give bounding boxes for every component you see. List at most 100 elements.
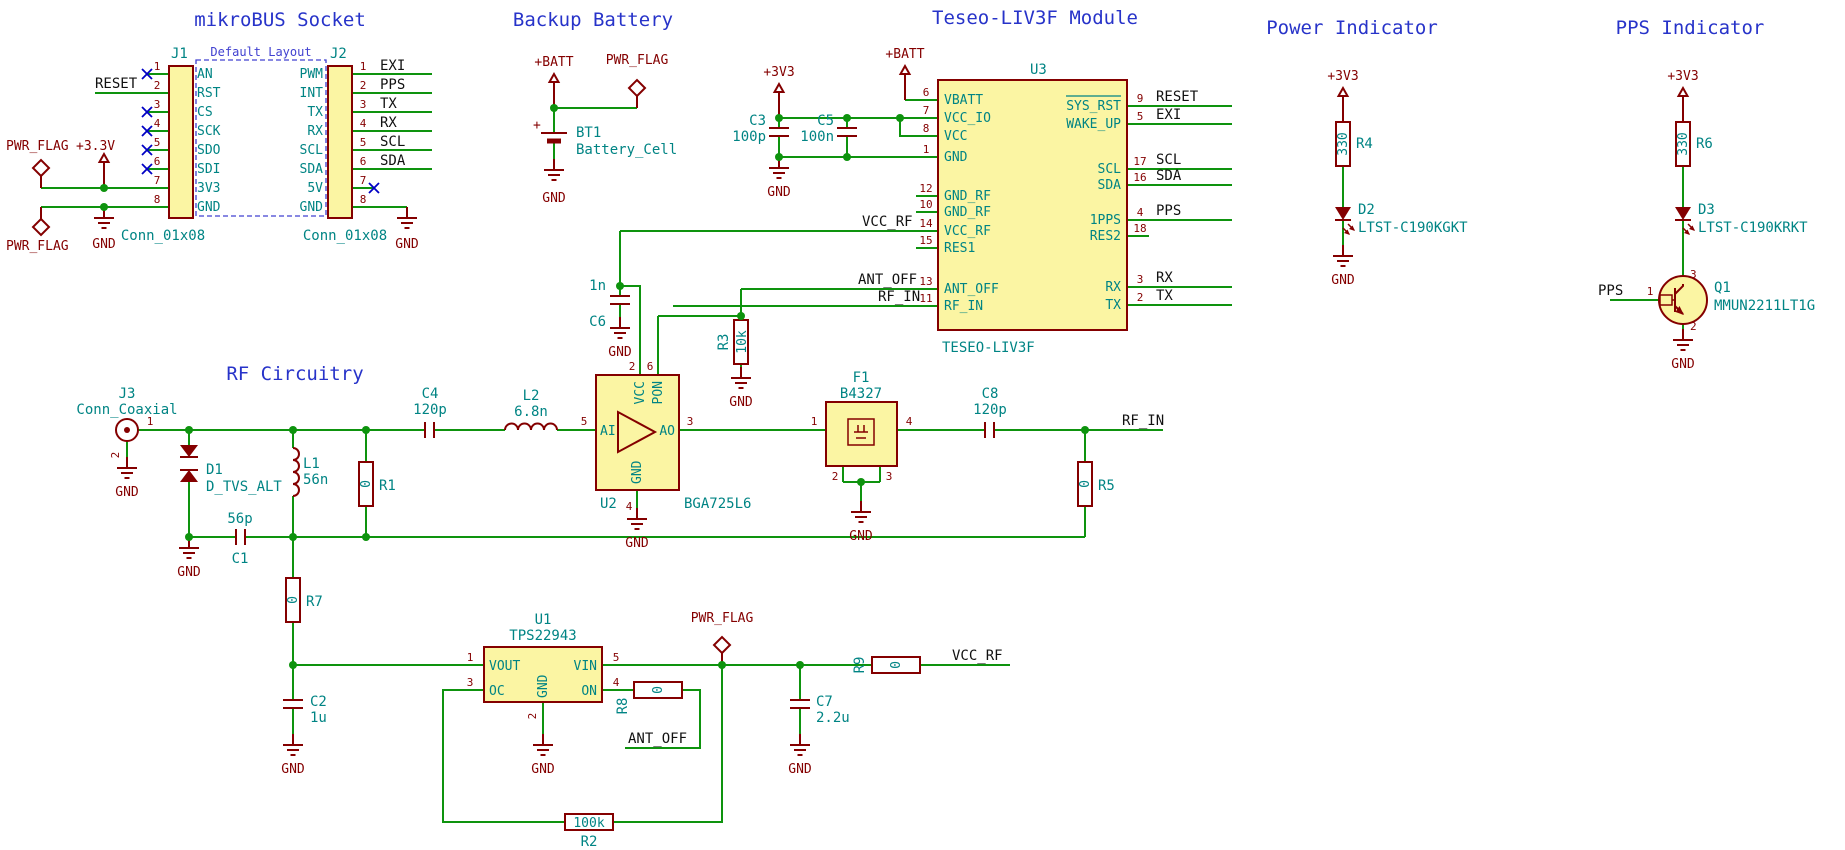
r2-body	[564, 813, 614, 831]
net-label[interactable]: RESET	[1156, 89, 1199, 105]
no-connect-marks[interactable]	[141, 68, 380, 194]
ic-u1-loadswitch[interactable]: U1 TPS22943 VOUT OC VIN ON GND 1 3 5 4 2	[467, 612, 620, 719]
filter-f1-saw[interactable]: F1 B4327 1 4 2 3	[811, 370, 913, 483]
diode-d1-tvs[interactable]: D1 D_TVS_ALT	[180, 445, 282, 495]
power-flag-symbol[interactable]	[32, 206, 50, 236]
gnd-symbol[interactable]	[609, 316, 631, 339]
led-d3[interactable]: D3 LTST-C190KRKT	[1674, 202, 1808, 236]
power-3v3-symbol[interactable]	[1337, 87, 1349, 123]
pps-ind-wires[interactable]	[1610, 166, 1684, 329]
resistor-r3[interactable]: 10k R3	[716, 319, 750, 365]
gnd-symbol[interactable]	[282, 733, 304, 756]
pin-name: ANT_OFF	[944, 282, 999, 297]
pin-number: 5	[1137, 110, 1144, 123]
resistor-r7[interactable]: 0 R7	[285, 577, 323, 623]
inductor-l2[interactable]: L2 6.8n	[504, 388, 558, 431]
capacitor-c2[interactable]: C2 1u	[283, 694, 327, 726]
power-vbatt-label: +BATT	[885, 47, 924, 62]
net-label[interactable]: RF_IN	[1122, 413, 1164, 429]
net-label[interactable]: SCL	[1156, 152, 1181, 168]
inductor-l1[interactable]: L1 56n	[292, 447, 328, 497]
net-label[interactable]: RF_IN	[878, 289, 920, 305]
connector-j3-coax[interactable]: J3 Conn_Coaxial 1 2	[76, 386, 177, 458]
resistor-r9[interactable]: 0 R9	[852, 656, 921, 674]
power-flag-symbol[interactable]	[713, 636, 731, 666]
net-label[interactable]: EXI	[1156, 107, 1181, 123]
power-3v3-symbol[interactable]	[98, 153, 110, 189]
resistor-r6[interactable]: 330 R6	[1675, 121, 1713, 167]
resistor-r8[interactable]: 0 R8	[615, 681, 683, 714]
component-value: B4327	[840, 386, 882, 402]
component-ref: C8	[982, 386, 999, 402]
power-vbatt-symbol[interactable]	[548, 73, 560, 109]
component-value: Conn_01x08	[303, 228, 387, 244]
mikrobus-wires[interactable]	[41, 73, 432, 208]
capacitor-c8[interactable]: C8 120p	[973, 386, 1007, 438]
battery-bt1[interactable]: + BT1 Battery_Cell	[533, 118, 677, 158]
d1-triangle-bottom	[180, 470, 198, 482]
power-flag-symbol[interactable]	[32, 159, 50, 189]
rf-wires[interactable]	[126, 429, 1163, 823]
capacitor-c3[interactable]: C3 100p	[732, 113, 789, 145]
junction-dot	[796, 661, 804, 669]
pin-number: 6	[923, 86, 930, 99]
net-label[interactable]: PPS	[1156, 203, 1181, 219]
net-label-reset[interactable]: RESET	[95, 76, 138, 92]
capacitor-c7[interactable]: C7 2.2u	[790, 694, 850, 726]
connector-j1[interactable]: J1 Conn_01x08 1 2 3 4 5 6 7 8 AN RST CS …	[121, 46, 221, 244]
gnd-symbol[interactable]	[396, 206, 418, 229]
ic-u2-lna[interactable]: AI AO VCC PON GND 5 3 2 6 4 U2 BGA725L6	[581, 360, 752, 513]
pin-number: 2	[109, 452, 122, 459]
power-3v3-symbol[interactable]	[1677, 87, 1689, 123]
backup-wires[interactable]	[553, 107, 637, 159]
capacitor-c6[interactable]: 1n C6	[589, 278, 630, 330]
connector-j2[interactable]: J2 Conn_01x08 1 2 3 4 5 6 7 8 PWM INT TX…	[300, 46, 388, 244]
pin-name: 3V3	[197, 181, 220, 196]
teseo-wires[interactable]	[619, 99, 1232, 375]
net-label[interactable]: ANT_OFF	[858, 272, 917, 288]
net-label[interactable]: PPS	[1598, 283, 1623, 299]
pin-number: 6	[360, 155, 367, 168]
gnd-symbol[interactable]	[789, 733, 811, 756]
gnd-symbol[interactable]	[730, 366, 752, 389]
gnd-symbol[interactable]	[543, 158, 565, 181]
capacitor-c4[interactable]: C4 120p	[413, 386, 447, 438]
gnd-symbol[interactable]	[532, 733, 554, 756]
net-label[interactable]: SDA	[1156, 168, 1182, 184]
net-label[interactable]: RX	[1156, 270, 1173, 286]
gnd-symbol[interactable]	[1332, 244, 1354, 267]
resistor-r1[interactable]: 0 R1	[358, 461, 396, 507]
ic-u3-teseo[interactable]: U3 TESEO-LIV3F VBATT VCC_IO VCC GND GND_…	[919, 62, 1146, 356]
junction-dot	[843, 153, 851, 161]
pin-name: VCC_RF	[944, 224, 991, 239]
net-label[interactable]: TX	[1156, 288, 1173, 304]
junction-dot	[185, 426, 193, 434]
net-label[interactable]: EXI	[380, 58, 405, 74]
capacitor-c5[interactable]: C5 100n	[800, 113, 857, 145]
pin-number: 7	[923, 104, 930, 117]
capacitor-c1[interactable]: 56p C1	[227, 511, 252, 567]
led-d2[interactable]: D2 LTST-C190KGKT	[1334, 202, 1468, 236]
gnd-symbol[interactable]	[850, 500, 872, 523]
net-label[interactable]: SDA	[380, 153, 406, 169]
resistor-r5[interactable]: 0 R5	[1077, 461, 1115, 507]
net-label[interactable]: PPS	[380, 77, 405, 93]
power-flag-symbol[interactable]	[628, 79, 646, 109]
net-label[interactable]: ANT_OFF	[628, 731, 687, 747]
component-value: MMUN2211LT1G	[1714, 298, 1815, 314]
resistor-r4[interactable]: 330 R4	[1335, 121, 1373, 167]
power-vbatt-symbol[interactable]	[899, 65, 911, 101]
net-label[interactable]: RX	[380, 115, 397, 131]
net-label[interactable]: TX	[380, 96, 397, 112]
net-label[interactable]: VCC_RF	[862, 214, 913, 230]
j2-body	[327, 65, 353, 219]
pin-number: 1	[154, 60, 161, 73]
net-label[interactable]: SCL	[380, 134, 405, 150]
transistor-q1[interactable]: 3 1 2 Q1 MMUN2211LT1G	[1647, 268, 1815, 333]
pin-name: SYS_RST	[1066, 99, 1121, 114]
power-3v3-symbol[interactable]	[773, 83, 785, 119]
resistor-r2[interactable]: 100k R2	[564, 813, 614, 850]
component-ref: C2	[310, 694, 327, 710]
gnd-symbol[interactable]	[116, 456, 138, 479]
net-label[interactable]: VCC_RF	[952, 648, 1003, 664]
